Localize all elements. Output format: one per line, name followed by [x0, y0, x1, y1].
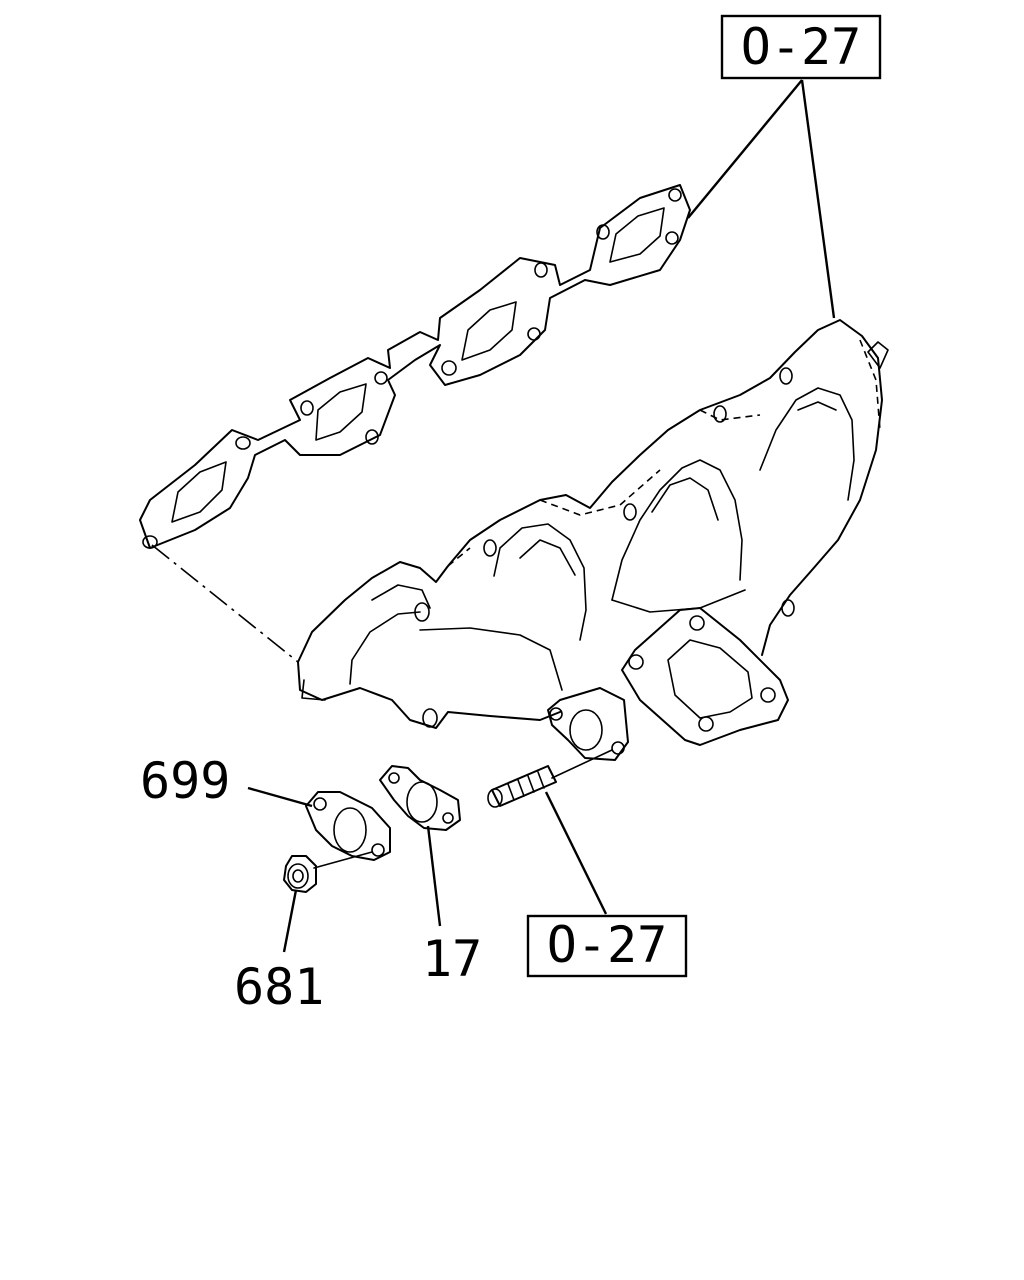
- reference-label-bottom: O-27: [547, 916, 667, 974]
- leader-top-to-gasket: [687, 79, 803, 219]
- nut-681: [283, 855, 317, 893]
- reference-callout-bottom: O-27: [526, 914, 688, 978]
- reference-label-top: O-27: [741, 18, 861, 76]
- part-number-17: 17: [422, 930, 482, 988]
- manifold-gasket: [139, 184, 691, 549]
- leader-top-to-manifold: [800, 79, 836, 319]
- part-number-699: 699: [140, 752, 230, 810]
- leader-17: [426, 825, 442, 927]
- exhaust-manifold: [297, 319, 889, 761]
- leader-699: [247, 786, 313, 808]
- reference-callout-top: O-27: [720, 14, 882, 80]
- leader-681: [282, 889, 298, 953]
- part-number-681: 681: [234, 958, 324, 1016]
- stud: [487, 765, 557, 808]
- alignment-line: [151, 544, 299, 663]
- stud-alignment-line: [551, 749, 613, 779]
- flange-699: [305, 791, 391, 861]
- nut-alignment-line: [313, 851, 373, 869]
- leader-bottom-to-stud: [544, 791, 608, 915]
- gasket-17: [379, 765, 461, 831]
